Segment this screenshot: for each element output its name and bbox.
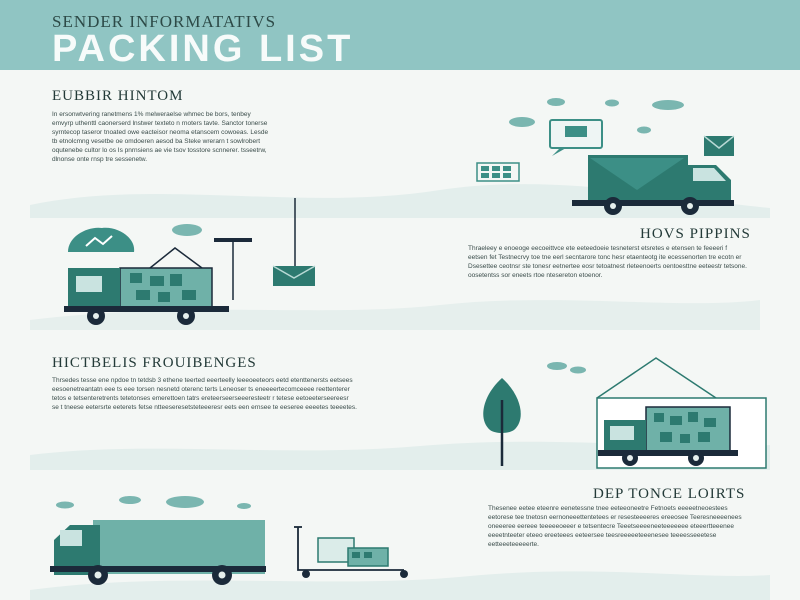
section-heading: HICTBELIS FROUIBENGES bbox=[52, 355, 257, 371]
hill-wave bbox=[30, 441, 770, 470]
section-heading: EUBBIR HINTOM bbox=[52, 88, 184, 104]
section-paragraph: In ersonwtvering ranetmens 1% melweraels… bbox=[52, 111, 269, 163]
cloud-icon bbox=[547, 98, 565, 106]
section-paragraph: Thraeleey e enoeoge eecoeittvce ete eete… bbox=[468, 245, 747, 279]
message-box-icon bbox=[549, 119, 603, 156]
delivery-truck-icon bbox=[64, 247, 229, 325]
cloud-icon bbox=[237, 503, 251, 509]
hill-wave bbox=[30, 300, 760, 330]
cloud-icon bbox=[56, 501, 74, 509]
section-heading: DEP TONCE LOIRTS bbox=[593, 486, 746, 502]
delivery-truck-icon bbox=[50, 520, 266, 585]
cloud-icon bbox=[509, 117, 535, 127]
cloud-icon bbox=[652, 100, 684, 110]
hanging-envelope-icon bbox=[272, 198, 316, 286]
cloud-icon bbox=[547, 362, 567, 370]
cloud-icon bbox=[166, 496, 204, 508]
section-paragraph: Thesenee eetee eteenre eenetessne tnee e… bbox=[488, 505, 742, 548]
cloud-chat-icon bbox=[68, 227, 135, 252]
cloud-icon bbox=[119, 496, 141, 504]
hand-trolley-icon bbox=[294, 526, 408, 578]
delivery-truck-icon bbox=[572, 155, 734, 215]
hill-wave bbox=[30, 184, 770, 218]
small-box-icon bbox=[476, 162, 520, 182]
section-heading: HOVS PIPPINS bbox=[640, 226, 751, 242]
section-paragraph: Thrsedes tesse ene npdoe tn tetdsb 3 eth… bbox=[52, 377, 357, 411]
header-banner bbox=[0, 0, 800, 70]
cloud-icon bbox=[605, 99, 619, 107]
cloud-icon bbox=[172, 224, 202, 236]
envelope-icon bbox=[703, 135, 735, 156]
cloud-icon bbox=[637, 126, 651, 134]
cloud-icon bbox=[570, 366, 586, 374]
tree-icon bbox=[483, 378, 521, 466]
hill-wave bbox=[30, 571, 770, 600]
signpost-icon bbox=[214, 238, 252, 300]
page-title: PACKING LIST bbox=[52, 28, 354, 70]
delivery-truck-icon bbox=[598, 406, 738, 466]
sender-information-label: SENDER INFORMATATIVS bbox=[52, 12, 277, 31]
